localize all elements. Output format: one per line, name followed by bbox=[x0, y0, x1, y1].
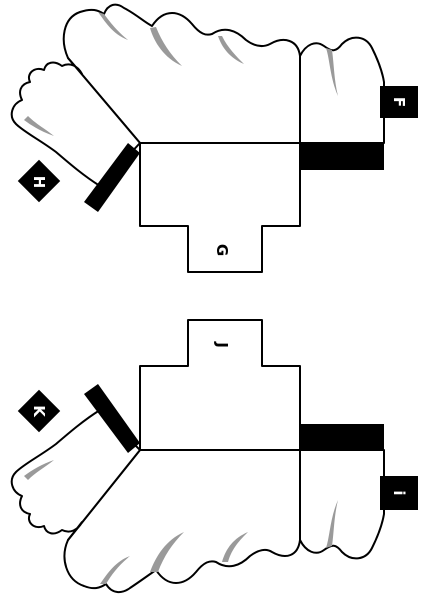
bottom-right-strip bbox=[300, 424, 384, 450]
bottom-left-flap bbox=[10, 409, 141, 541]
label-K: K bbox=[30, 405, 48, 418]
tag-K bbox=[17, 389, 61, 433]
top-base-panel bbox=[139, 142, 301, 273]
bottom-right-flap bbox=[299, 449, 385, 560]
top-left-strip bbox=[84, 143, 140, 212]
top-right-strip bbox=[300, 143, 384, 170]
bottom-left-shade bbox=[24, 460, 54, 480]
label-G: G bbox=[213, 244, 231, 256]
tag-I bbox=[380, 476, 418, 510]
top-right-flap bbox=[299, 36, 385, 144]
label-F: F bbox=[390, 97, 408, 107]
bottom-wavy-shade-3 bbox=[222, 532, 248, 562]
bottom-figure: i K J bbox=[10, 319, 418, 594]
bottom-wavy-flap bbox=[63, 449, 301, 594]
label-H: H bbox=[30, 176, 48, 189]
top-wavy-shade-1 bbox=[98, 12, 128, 40]
top-left-flap bbox=[10, 57, 141, 187]
top-wavy-flap bbox=[62, 3, 301, 144]
tag-F bbox=[380, 86, 418, 118]
bottom-right-shade bbox=[326, 500, 338, 548]
label-J: J bbox=[213, 341, 231, 348]
bottom-wavy-shade-2 bbox=[150, 532, 184, 572]
bottom-wavy-shade-1 bbox=[100, 556, 130, 584]
top-figure: F H G bbox=[10, 3, 418, 273]
top-right-shade bbox=[326, 48, 338, 96]
top-left-shade bbox=[24, 116, 54, 136]
bottom-base-panel bbox=[139, 319, 301, 451]
top-wavy-shade-2 bbox=[150, 27, 182, 66]
tag-H bbox=[17, 159, 61, 203]
label-I: i bbox=[390, 490, 408, 495]
bottom-left-strip bbox=[84, 384, 140, 453]
top-wavy-shade-3 bbox=[218, 36, 244, 64]
